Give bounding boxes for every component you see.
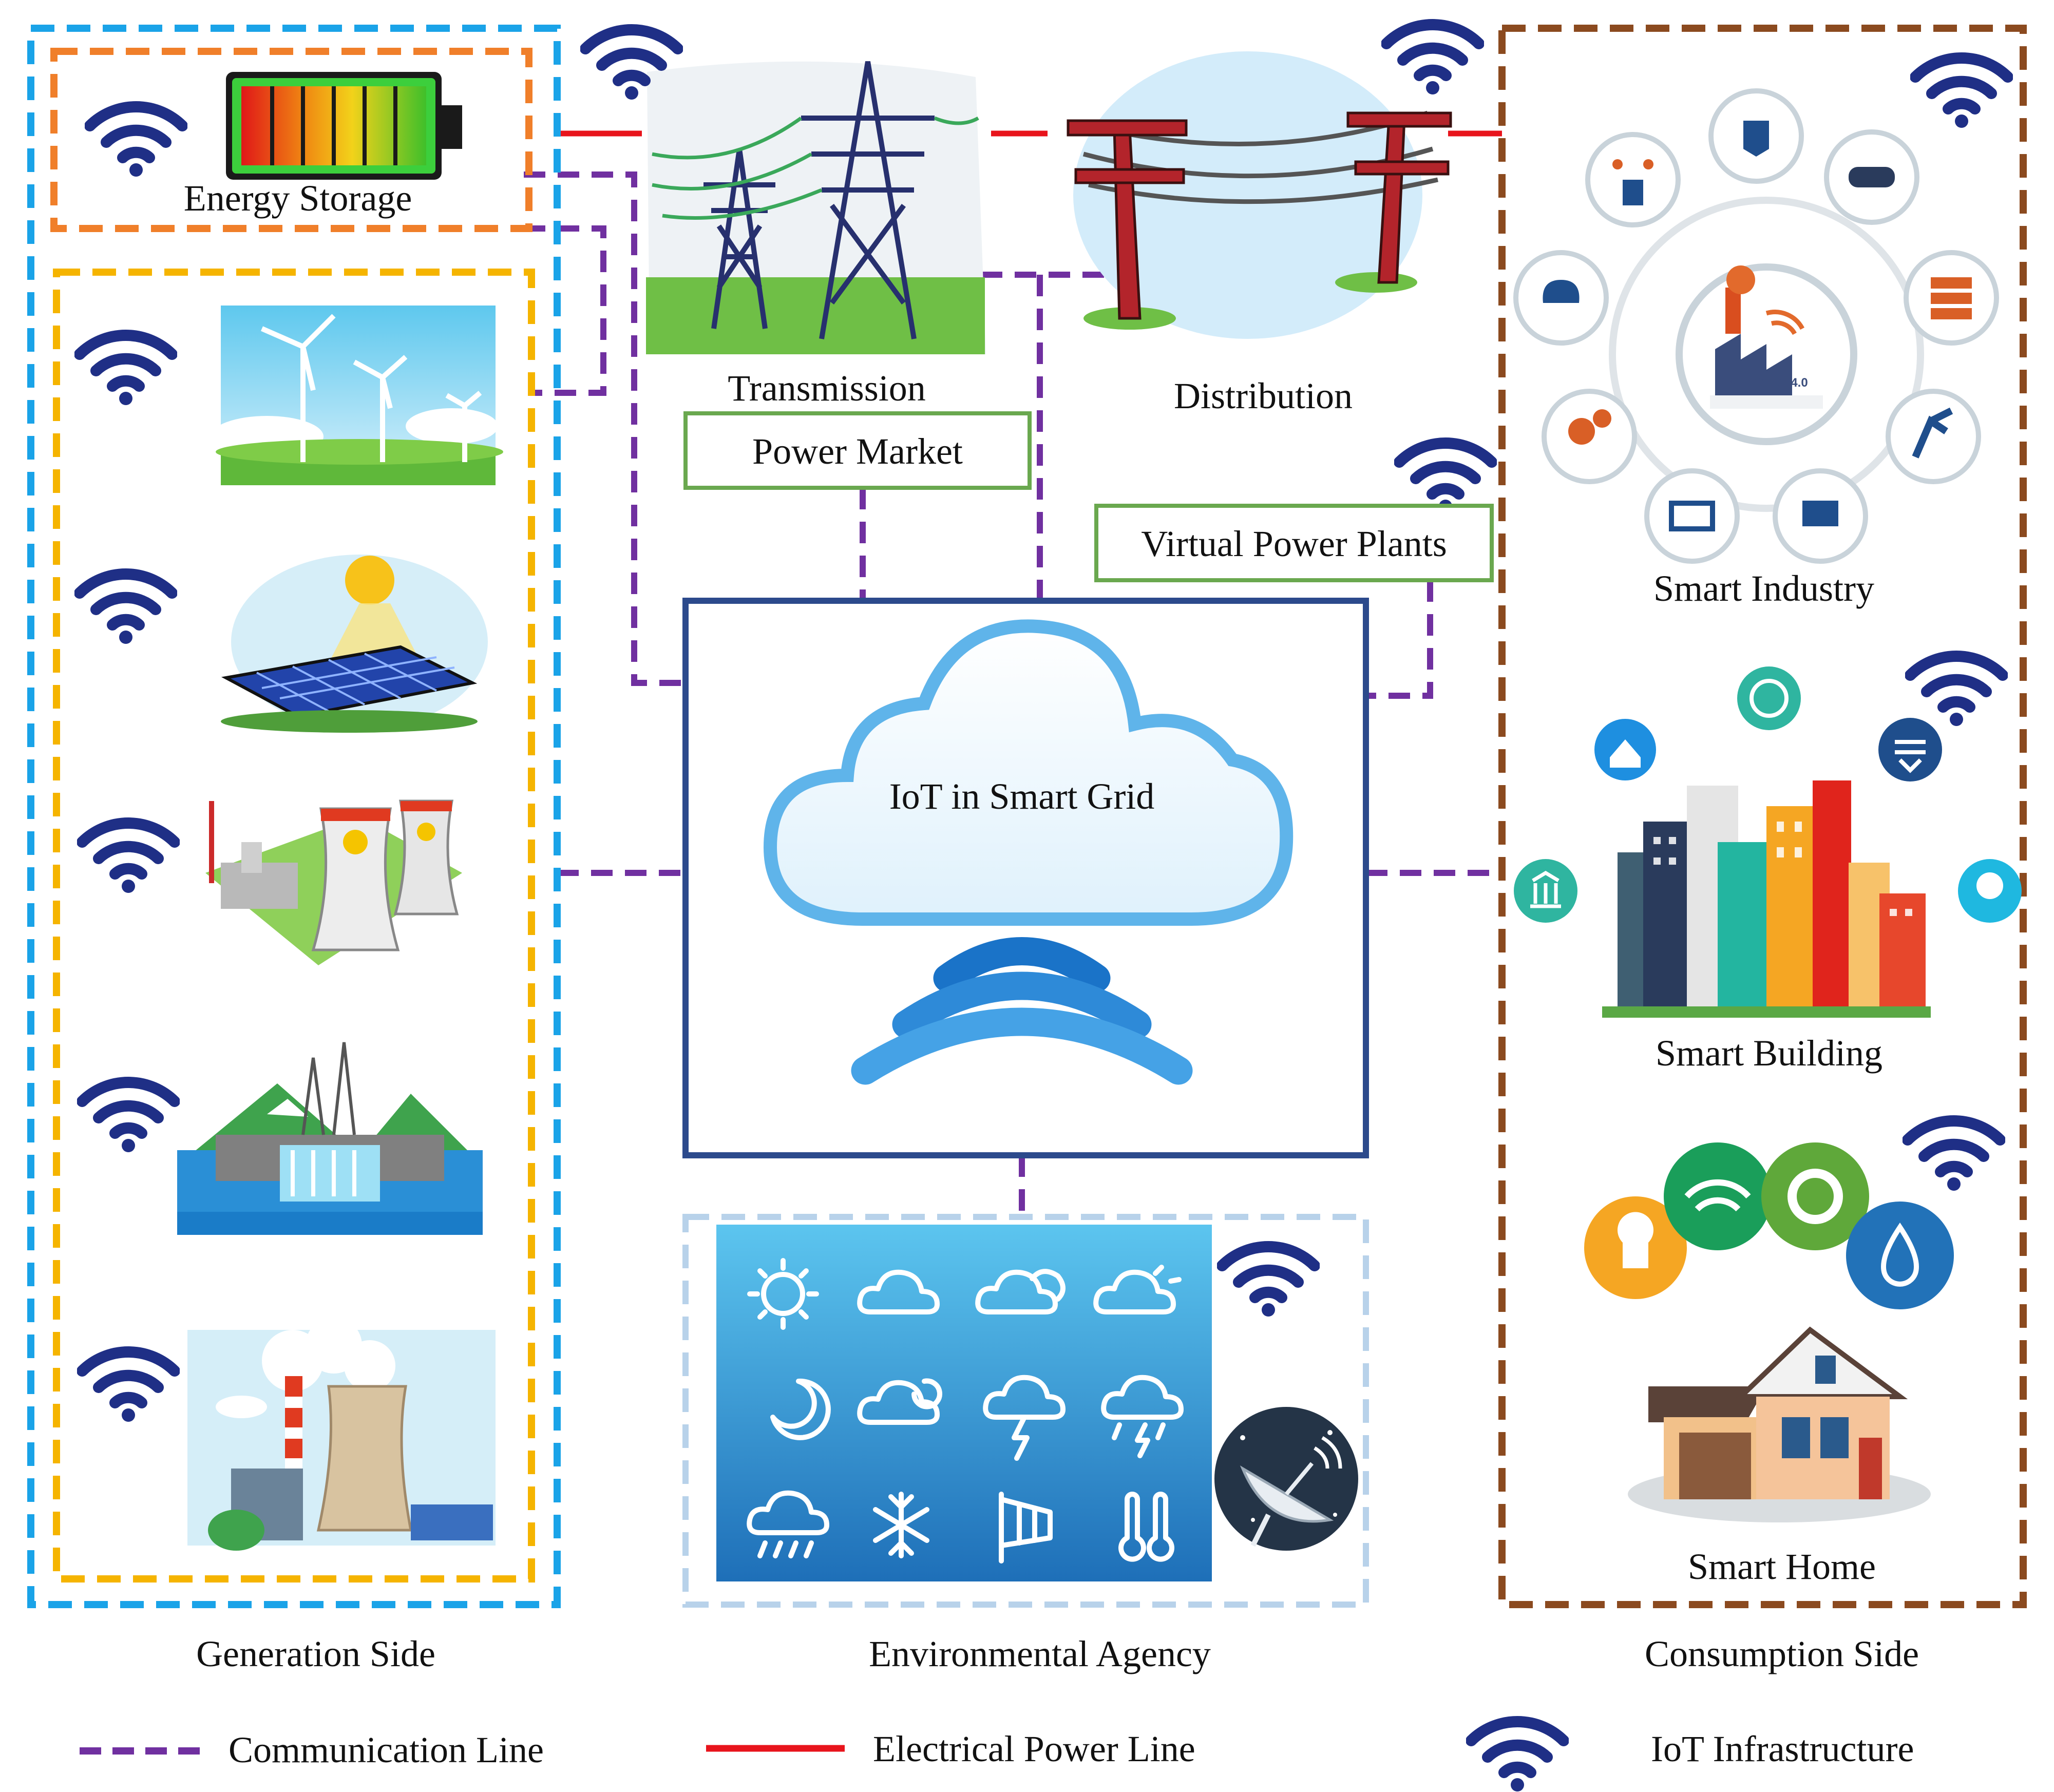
- thermal-plant-image: [187, 1317, 496, 1551]
- consumption-side-box: [1498, 25, 2027, 1608]
- virtual-power-plants-box: [1094, 504, 1494, 582]
- thermometer-icon: [1118, 1492, 1174, 1562]
- smart-home-image: [1584, 1142, 1954, 1522]
- smart-building-image: [1514, 666, 2022, 1018]
- network-nodes-icon: [1612, 159, 1653, 205]
- comm-line-wind-cloud: [524, 225, 606, 396]
- battery-icon: [226, 72, 462, 180]
- sun-icon: [747, 1258, 819, 1330]
- windsock-icon: [999, 1492, 1053, 1564]
- shield-icon: [1743, 121, 1769, 157]
- robot-arm-icon: [1912, 407, 1953, 459]
- wifi-icon-wind: [80, 335, 172, 405]
- smart-home-label: Smart Home: [1688, 1546, 1876, 1587]
- clouds-icon: [975, 1269, 1066, 1314]
- wifi-icon-solar: [80, 574, 172, 644]
- distribution-poles-image: [1067, 51, 1452, 339]
- server-icon: [1931, 277, 1972, 319]
- water-drop-icon: [1881, 1222, 1919, 1287]
- building-app-icons: [1514, 666, 2022, 923]
- comm-line-storage-cloud: [524, 171, 683, 686]
- legend-power-label: Electrical Power Line: [873, 1728, 1195, 1769]
- communication-lines: [524, 171, 1502, 1217]
- energy-storage-label: Energy Storage: [184, 178, 412, 219]
- renewable-sources-box: [53, 269, 535, 1583]
- legend-iot-label: IoT Infrastructure: [1651, 1728, 1914, 1769]
- power-market-label: Power Market: [752, 431, 963, 472]
- consumption-side-label: Consumption Side: [1645, 1633, 1919, 1674]
- rain-icon: [747, 1490, 829, 1558]
- generation-side-box: [27, 25, 561, 1608]
- virtual-power-plants-label: Virtual Power Plants: [1141, 523, 1447, 564]
- bulb-home-icon: [1618, 1212, 1653, 1268]
- bank-icon: [1530, 870, 1561, 908]
- wifi-icon-vpp: [1399, 443, 1492, 513]
- comm-line-vpp-cloud: [1366, 580, 1433, 699]
- industry-4-badge: INDUSTRY 4.0: [1725, 376, 1808, 390]
- gear-icon: [1787, 1169, 1843, 1224]
- gears-icon: [1568, 409, 1611, 445]
- environmental-agency-box: [682, 1214, 1369, 1608]
- bulb-icon: [1976, 872, 2003, 899]
- generation-side-label: Generation Side: [196, 1633, 435, 1674]
- snowflake-icon: [873, 1492, 929, 1558]
- wifi-icon-thermal: [82, 1352, 175, 1422]
- wifi-home-icon: [1684, 1179, 1751, 1212]
- wifi-icon-building: [1910, 656, 2003, 726]
- satellite-dish-icon: [1214, 1407, 1358, 1551]
- cloud-icon: [763, 619, 1294, 1085]
- wifi-icon-hydro: [82, 1082, 175, 1152]
- smart-building-label: Smart Building: [1656, 1033, 1882, 1074]
- power-market-box: [683, 411, 1032, 490]
- wind-farm-image: [211, 306, 503, 485]
- cloud-network-icon: [1543, 280, 1580, 303]
- database-icon: [1895, 740, 1926, 773]
- wifi-icon-industry: [1915, 58, 2008, 128]
- environmental-agency-label: Environmental Agency: [869, 1633, 1211, 1674]
- transmission-towers-image: [646, 61, 986, 354]
- smart-industry-image: [1513, 88, 1999, 564]
- wifi-icon-home: [1908, 1121, 2000, 1191]
- partly-cloudy-icon: [1093, 1265, 1182, 1314]
- energy-storage-box: [50, 48, 532, 232]
- solar-panel-image: [221, 555, 488, 733]
- legend-communication-label: Communication Line: [229, 1729, 544, 1770]
- distribution-label: Distribution: [1174, 375, 1353, 416]
- night-cloud-icon: [857, 1378, 942, 1425]
- wifi-icon-storage: [90, 107, 182, 177]
- nuclear-plant-image: [205, 799, 462, 965]
- wifi-icon-distribution: [1386, 25, 1479, 94]
- wifi-icon-nuclear: [82, 823, 175, 893]
- moon-icon: [770, 1378, 831, 1440]
- vr-goggles-icon: [1849, 167, 1895, 187]
- laptop-icon: [1669, 501, 1715, 531]
- storm-icon: [1101, 1375, 1184, 1458]
- transmission-label: Transmission: [728, 368, 925, 409]
- hydro-dam-image: [177, 1042, 483, 1235]
- smart-industry-label: Smart Industry: [1653, 568, 1874, 609]
- home-icon: [1610, 739, 1641, 768]
- legend-wifi-icon: [1471, 1722, 1564, 1791]
- legend: Communication Line Electrical Power Line…: [80, 1722, 1914, 1791]
- wifi-icon-agency: [1222, 1247, 1315, 1317]
- thunder-icon: [983, 1375, 1066, 1461]
- 3d-printer-icon: [1802, 501, 1838, 526]
- globe-icon: [1749, 679, 1789, 718]
- cloud-weather-icon: [857, 1269, 940, 1314]
- iot-smart-grid-label: IoT in Smart Grid: [889, 776, 1155, 817]
